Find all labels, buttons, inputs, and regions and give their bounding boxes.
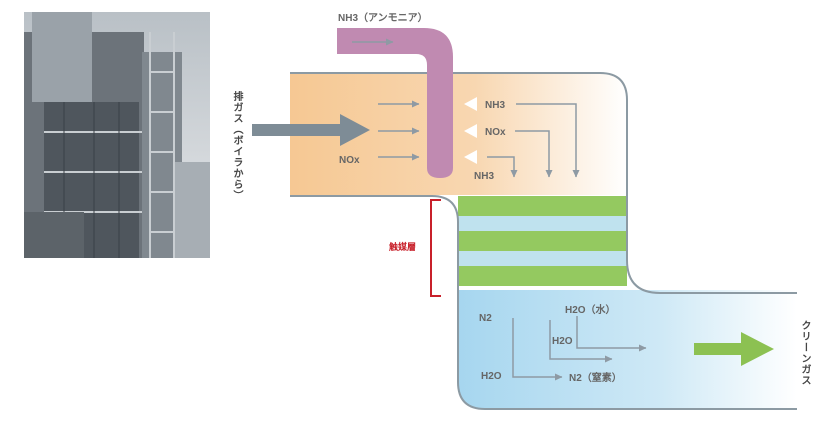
nozzle-1 <box>464 97 477 111</box>
label-nh3-a: NH3 <box>485 100 505 111</box>
label-nh3-b: NH3 <box>474 171 494 182</box>
catalyst-gap-2 <box>458 251 627 266</box>
label-h2o-bottom: H2O <box>481 371 502 382</box>
flow-arrow-3 <box>487 156 518 178</box>
label-h2o-water: H2O（水） <box>565 303 616 316</box>
boiler-plant-photo <box>24 12 210 258</box>
product-arrow-n2 <box>512 318 563 381</box>
nozzle-3 <box>464 150 477 164</box>
catalyst-gap-1 <box>458 216 627 231</box>
outlet-chamber <box>458 290 797 409</box>
label-n2-nitrogen: N2（窒素） <box>569 371 622 384</box>
exhaust-arrow <box>252 114 370 146</box>
nozzle-2 <box>464 124 477 138</box>
catalyst-bed-1 <box>458 196 627 216</box>
catalyst-bracket <box>430 199 441 297</box>
clean-gas-arrow <box>694 332 774 366</box>
label-nox-mid: NOx <box>485 127 506 138</box>
label-catalyst-layer: 触媒層 <box>388 241 416 252</box>
label-nox-left: NOx <box>339 155 360 166</box>
nh3-pipe <box>337 28 453 178</box>
flow-arrow-2 <box>515 130 553 178</box>
label-clean-gas: クリーンガス <box>799 320 810 386</box>
product-arrow-h2o-mid <box>549 320 613 363</box>
label-exhaust-gas: 排ガス（ボイラから） <box>231 91 242 201</box>
label-h2o-mid: H2O <box>552 336 573 347</box>
label-n2-top: N2 <box>479 313 492 324</box>
catalyst-bed-2 <box>458 231 627 251</box>
duct-outline <box>290 72 797 410</box>
catalyst-bed-3 <box>458 266 627 286</box>
product-arrow-h2o-water <box>576 316 647 352</box>
label-nh3-inlet: NH3（アンモニア） <box>338 11 428 24</box>
flow-arrow-1 <box>516 103 580 178</box>
